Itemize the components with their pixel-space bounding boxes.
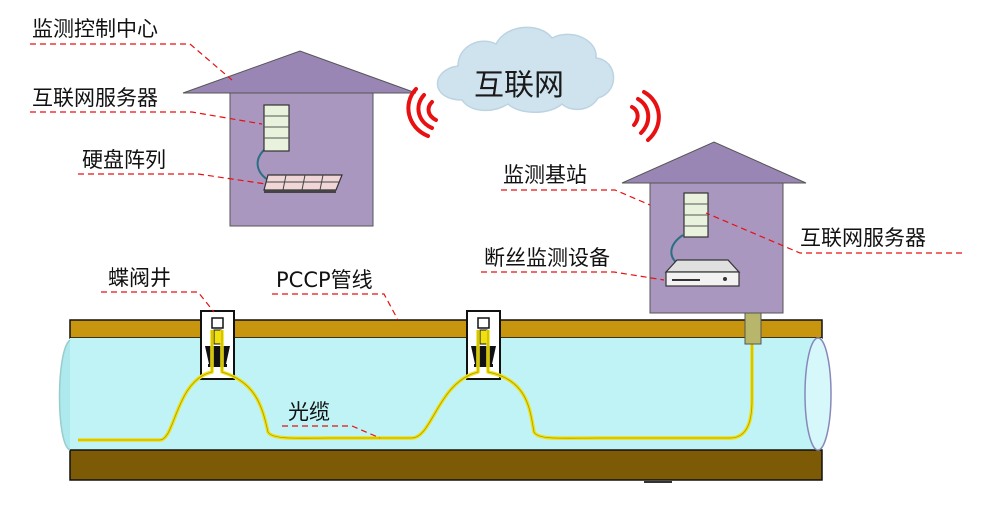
label-wire-break-device: 断丝监测设备 <box>484 246 610 270</box>
label-control-center: 监测控制中心 <box>32 17 158 41</box>
label-valve-well: 蝶阀井 <box>108 266 171 290</box>
wire-break-device-icon <box>664 259 741 287</box>
internet-cloud <box>436 26 615 113</box>
server-icon-left <box>263 104 290 152</box>
valve-well-2 <box>466 310 501 380</box>
label-monitor-station: 监测基站 <box>503 163 587 187</box>
label-pccp-pipe: PCCP管线 <box>276 268 373 292</box>
pccp-pipe <box>58 319 832 483</box>
monitoring-station-building <box>621 141 807 314</box>
label-fiber-cable: 光缆 <box>288 400 330 424</box>
leader-lines <box>30 43 962 439</box>
wireless-signal-icon-left <box>406 87 438 138</box>
disk-array-icon <box>263 174 343 193</box>
wireless-signal-icon-right <box>630 90 661 142</box>
label-server-left: 互联网服务器 <box>32 86 158 110</box>
label-disk-array: 硬盘阵列 <box>82 148 166 172</box>
valve-well-1 <box>200 310 235 380</box>
label-internet: 互联网 <box>474 68 564 103</box>
control-center-building <box>182 50 417 227</box>
server-icon-right <box>683 192 709 238</box>
label-server-right: 互联网服务器 <box>800 226 926 250</box>
